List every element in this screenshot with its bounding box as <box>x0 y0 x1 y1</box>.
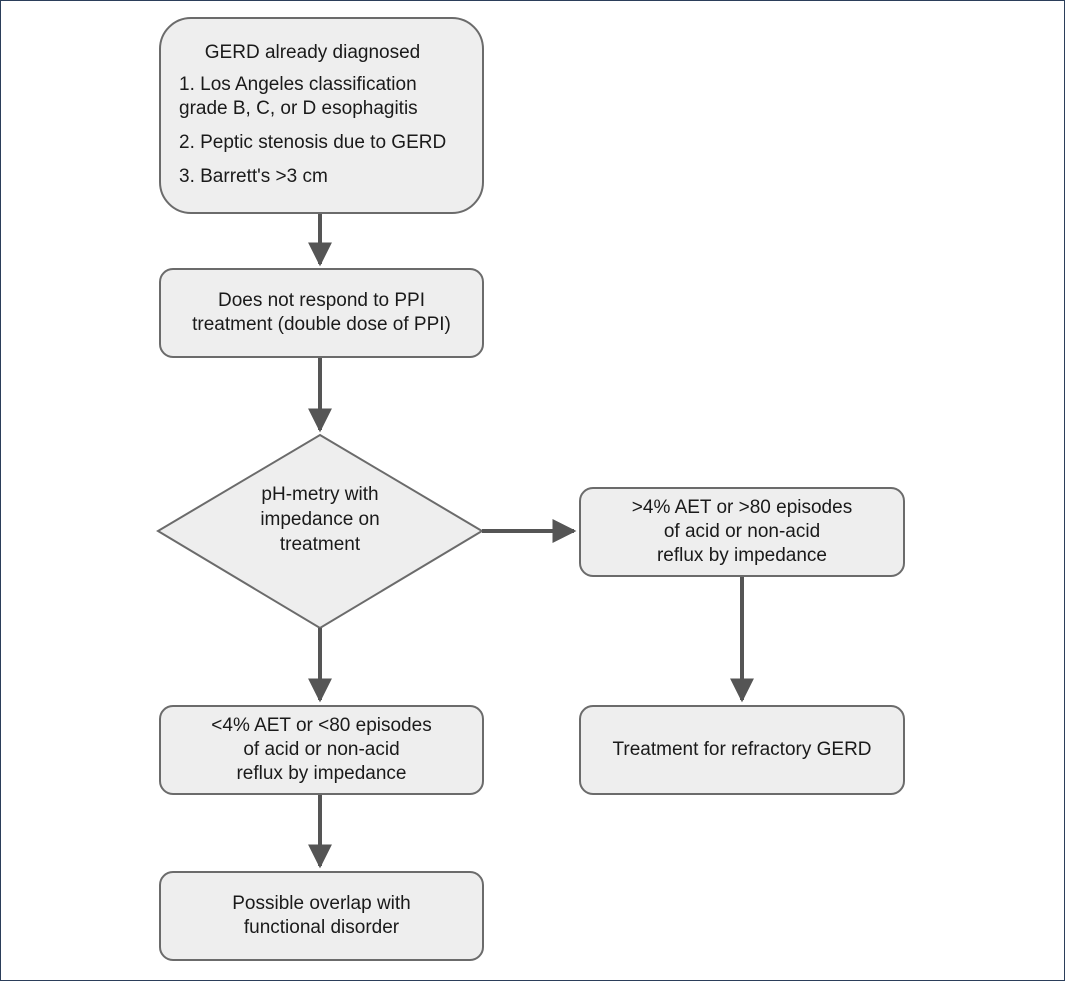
criterion-la-grade-line-1: 1. Los Angeles classification <box>179 74 417 95</box>
box-functional-overlap-line-1: Possible overlap with <box>232 893 411 914</box>
box-no-ppi-response-line-2: treatment (double dose of PPI) <box>192 314 451 335</box>
criterion-peptic-stenosis-line-1: 2. Peptic stenosis due to GERD <box>179 132 447 153</box>
box-functional-overlap: Possible overlap with functional disorde… <box>159 871 484 961</box>
criterion-la-grade: 1. Los Angeles classification grade B, C… <box>179 73 418 121</box>
criterion-barretts-line-1: 3. Barrett's >3 cm <box>179 166 328 187</box>
box-high-aet-result: >4% AET or >80 episodes of acid or non-a… <box>579 487 905 577</box>
box-high-aet-line-1: >4% AET or >80 episodes <box>631 497 853 518</box>
box-high-aet-line-2: of acid or non-acid <box>663 521 821 542</box>
box-high-aet-line-3: reflux by impedance <box>656 545 828 566</box>
box-low-aet-line-2: of acid or non-acid <box>243 739 400 760</box>
box-low-aet-result: <4% AET or <80 episodes of acid or non-a… <box>159 705 484 795</box>
box-gerd-diagnosed-title: GERD already diagnosed <box>204 42 421 63</box>
box-gerd-diagnosed: GERD already diagnosed 1. Los Angeles cl… <box>159 17 484 214</box>
decision-line-1: pH-metry with <box>261 484 379 505</box>
criterion-peptic-stenosis: 2. Peptic stenosis due to GERD <box>179 131 446 155</box>
decision-line-3: treatment <box>279 534 361 555</box>
box-no-ppi-response: Does not respond to PPI treatment (doubl… <box>159 268 484 358</box>
criterion-la-grade-line-2: grade B, C, or D esophagitis <box>179 98 418 119</box>
box-low-aet-line-1: <4% AET or <80 episodes <box>211 715 432 736</box>
box-low-aet-line-3: reflux by impedance <box>236 763 407 784</box>
box-no-ppi-response-line-1: Does not respond to PPI <box>217 290 425 311</box>
criterion-barretts: 3. Barrett's >3 cm <box>179 165 328 189</box>
box-functional-overlap-line-2: functional disorder <box>243 917 400 938</box>
box-refractory-treatment: Treatment for refractory GERD <box>579 705 905 795</box>
decision-line-2: impedance on <box>260 509 380 530</box>
decision-diamond-label: pH-metry with impedance on treatment <box>200 482 440 557</box>
box-refractory-line-1: Treatment for refractory GERD <box>612 739 872 760</box>
